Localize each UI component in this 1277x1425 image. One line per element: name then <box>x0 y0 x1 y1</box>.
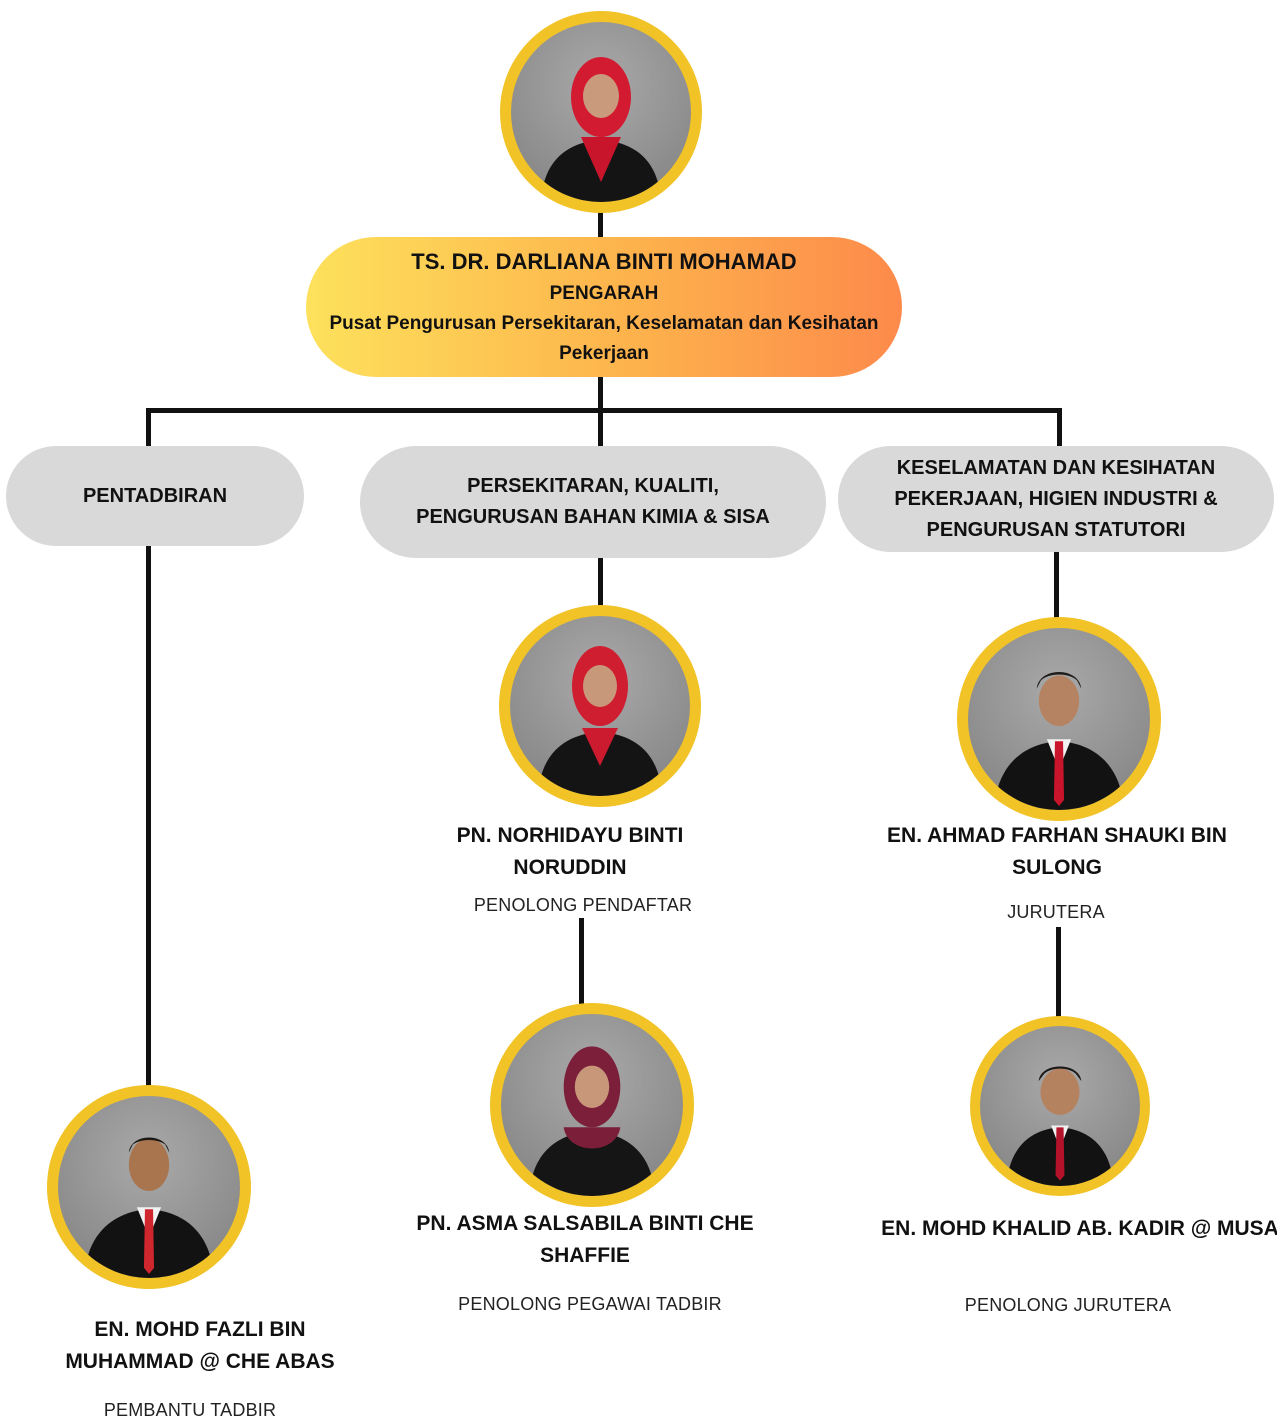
staff-role-fazli: PEMBANTU TADBIR <box>103 1400 277 1420</box>
staff-role-asma: PENOLONG PEGAWAI TADBIR <box>458 1294 722 1314</box>
person-female-portrait-icon <box>541 57 661 202</box>
connector-director-photo <box>598 205 603 241</box>
staff-photo-farhan <box>957 617 1161 821</box>
unit-persekitaran: PERSEKITARAN, KUALITI, PENGURUSAN BAHAN … <box>360 446 826 558</box>
staff-name-norhidayu: PN. NORHIDAYU BINTI NORUDDIN <box>456 824 684 879</box>
staff-role-farhan: JURUTERA <box>1007 902 1105 922</box>
connector-to-keselamatan <box>1057 408 1062 448</box>
connector-norhidayu-asma <box>579 918 584 1004</box>
staff-photo-norhidayu <box>499 605 701 807</box>
connector-to-pentadbiran <box>146 408 151 448</box>
connector-keselamatan-staff <box>1054 550 1059 620</box>
staff-role-norhidayu: PENOLONG PENDAFTAR <box>473 895 693 915</box>
director-box: TS. DR. DARLIANA BINTI MOHAMAD PENGARAH … <box>306 237 902 377</box>
staff-photo-asma <box>490 1003 694 1207</box>
staff-name-fazli: EN. MOHD FAZLI BIN MUHAMMAD @ CHE ABAS <box>65 1318 335 1373</box>
director-photo <box>500 11 702 213</box>
unit-pentadbiran-label: PENTADBIRAN <box>82 484 228 507</box>
connector-horizontal-bar <box>146 408 1062 413</box>
person-male-portrait-icon <box>994 671 1124 810</box>
connector-persekitaran-staff <box>598 556 603 608</box>
director-name: TS. DR. DARLIANA BINTI MOHAMAD <box>411 249 797 274</box>
unit-pentadbiran: PENTADBIRAN <box>6 446 304 546</box>
connector-to-persekitaran <box>598 408 603 448</box>
staff-name-khalid: EN. MOHD KHALID AB. KADIR @ MUSA <box>881 1217 1277 1240</box>
unit-keselamatan-label: KESELAMATAN DAN KESIHATAN PEKERJAAN, HIG… <box>894 456 1218 541</box>
staff-photo-khalid <box>970 1016 1150 1196</box>
person-male-portrait-icon <box>1006 1066 1114 1186</box>
staff-name-farhan: EN. AHMAD FARHAN SHAUKI BIN SULONG <box>887 824 1227 879</box>
director-position: PENGARAH <box>549 283 659 304</box>
unit-keselamatan: KESELAMATAN DAN KESIHATAN PEKERJAAN, HIG… <box>838 446 1274 552</box>
staff-role-khalid: PENOLONG JURUTERA <box>964 1295 1172 1315</box>
unit-persekitaran-label: PERSEKITARAN, KUALITI, PENGURUSAN BAHAN … <box>416 475 770 528</box>
person-female-portrait-icon <box>529 1046 655 1196</box>
director-organization: Pusat Pengurusan Persekitaran, Keselamat… <box>329 313 879 364</box>
connector-farhan-khalid <box>1056 927 1061 1017</box>
connector-pentadbiran-staff <box>146 544 151 1090</box>
person-male-portrait-icon <box>84 1137 214 1278</box>
connector-director-trunk <box>598 376 603 412</box>
staff-name-asma: PN. ASMA SALSABILA BINTI CHE SHAFFIE <box>416 1212 754 1267</box>
person-female-portrait-icon <box>538 646 662 796</box>
staff-photo-fazli <box>47 1085 251 1289</box>
